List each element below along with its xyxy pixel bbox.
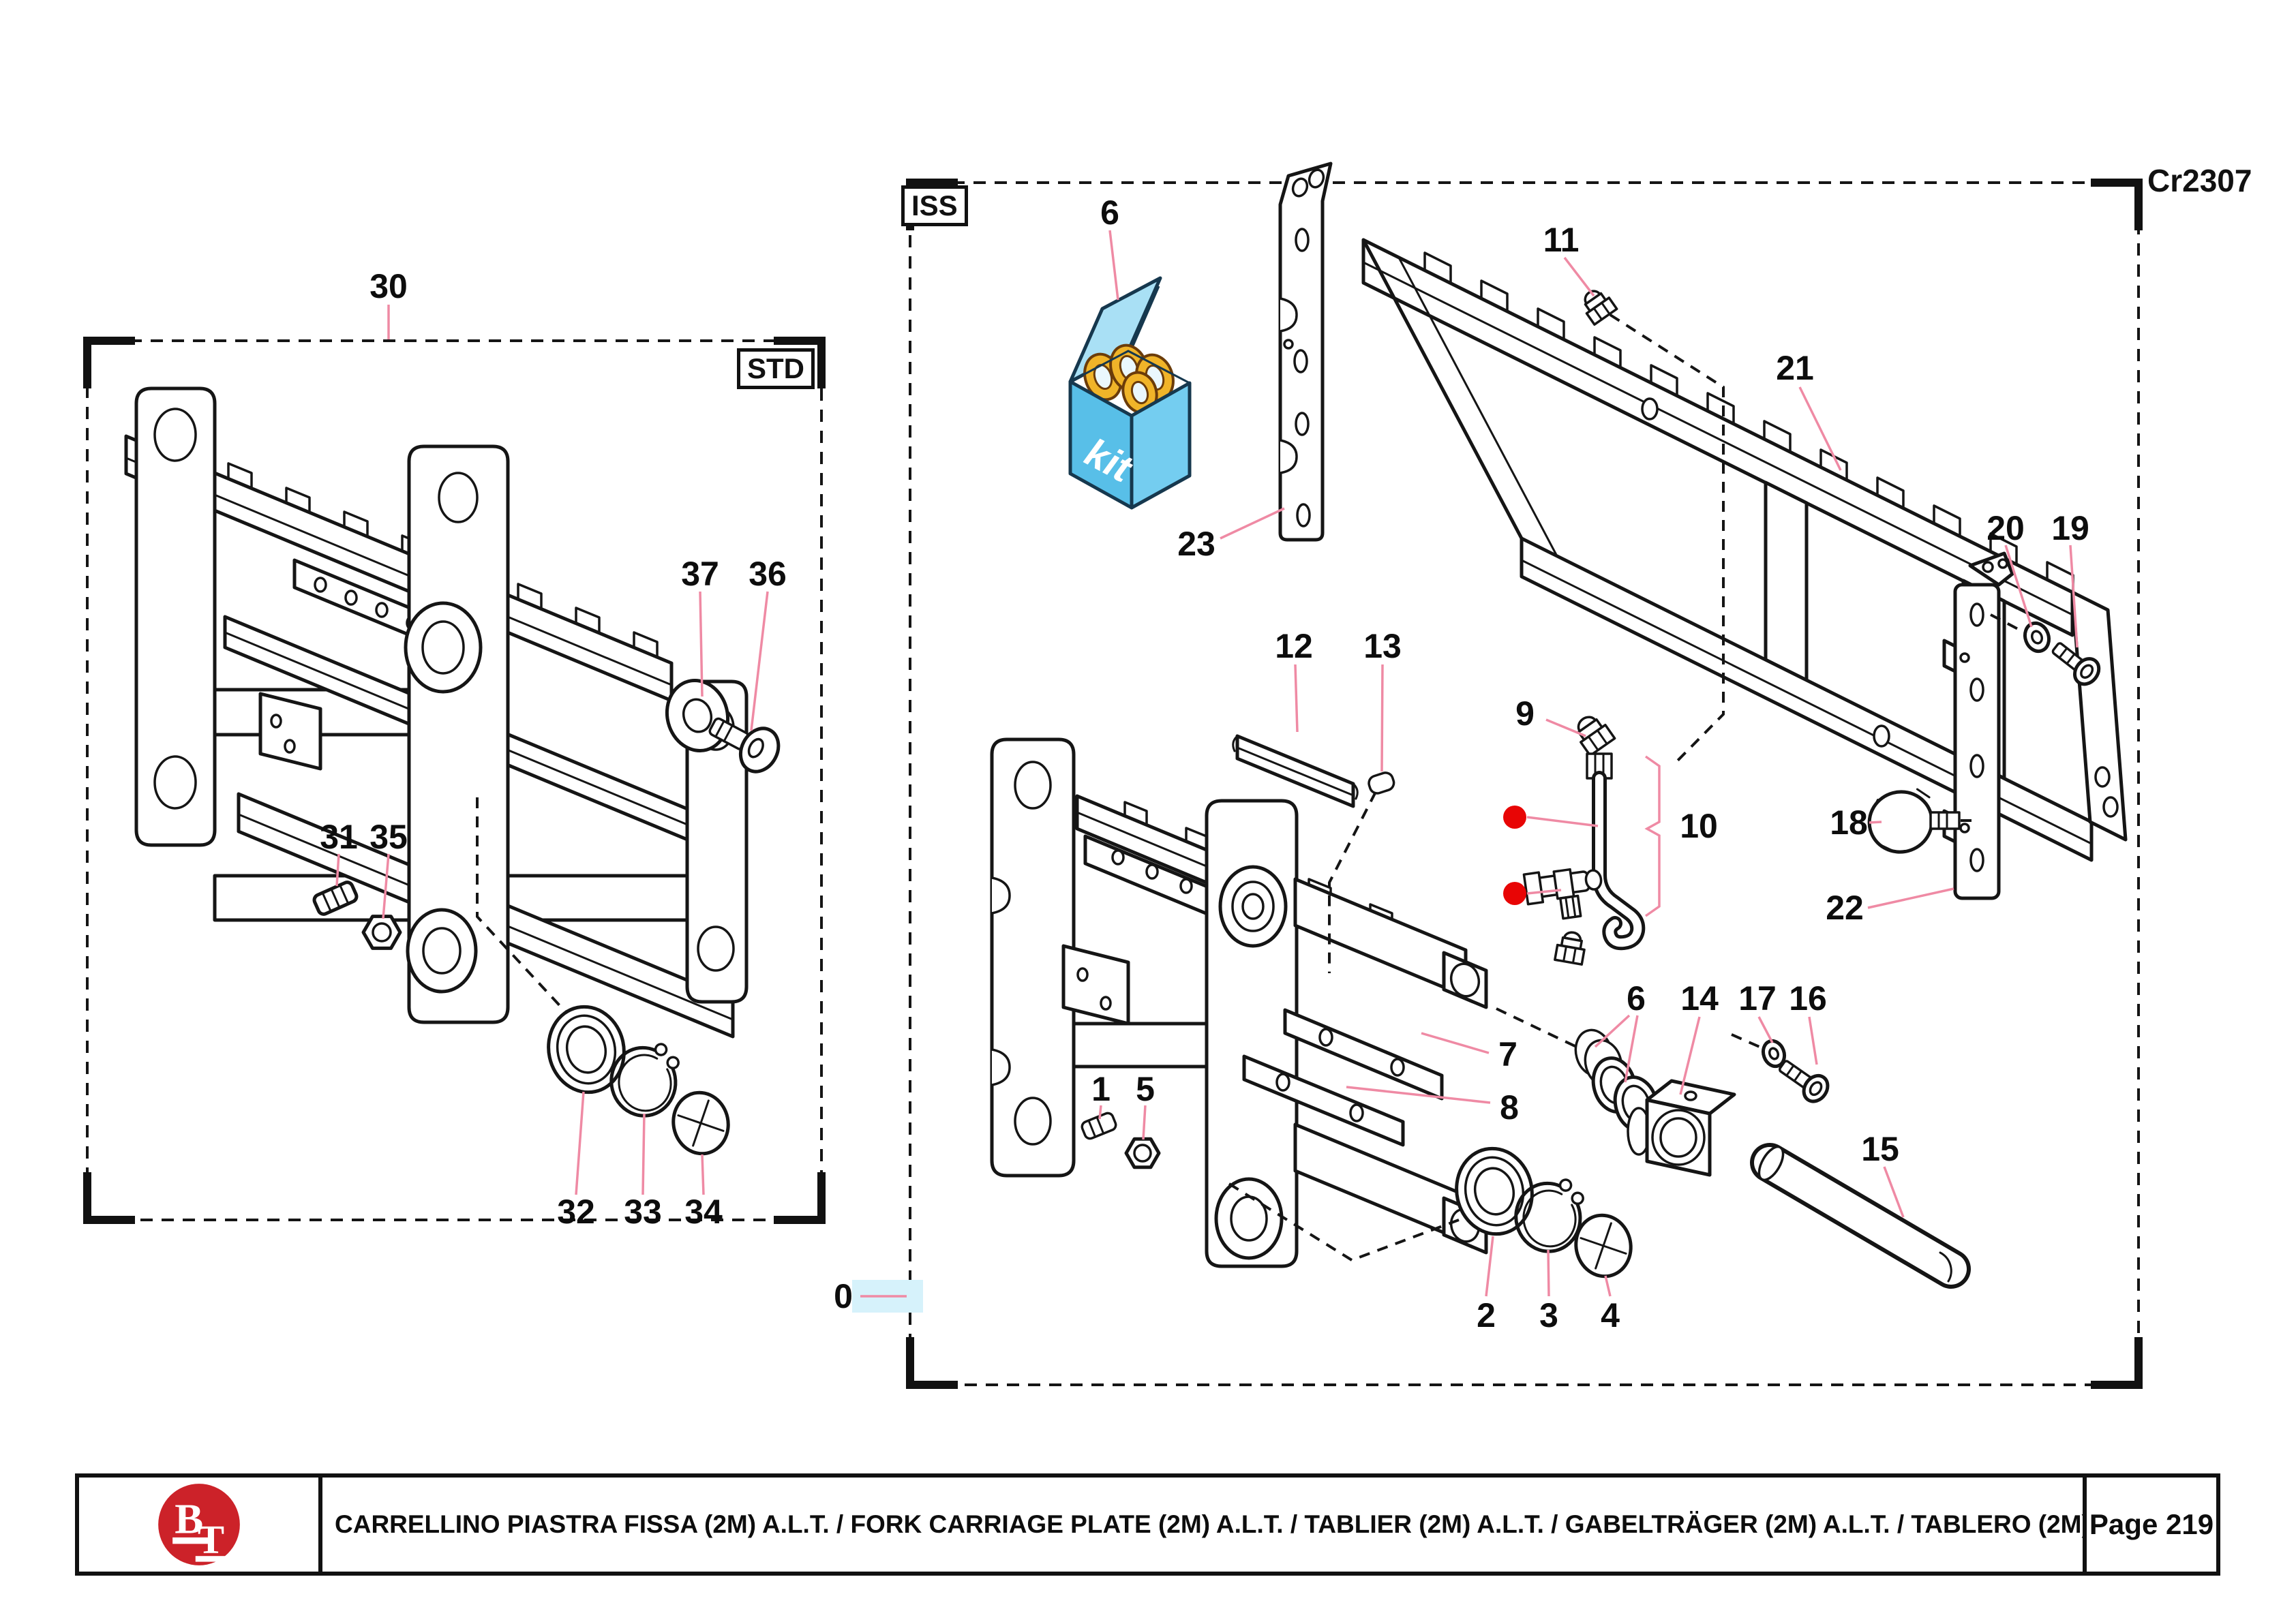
page-number: Page 219 <box>2089 1508 2214 1540</box>
screw-36-drawing <box>708 717 781 774</box>
circlip-33-drawing <box>609 1043 680 1118</box>
part-label-8: 8 <box>1500 1088 1519 1127</box>
bar-23-drawing <box>1278 162 1333 542</box>
part-label-5: 5 <box>1136 1070 1155 1108</box>
part-label-37: 37 <box>681 555 719 593</box>
screw-1-drawing <box>1081 1112 1117 1140</box>
part-label-34: 34 <box>684 1193 723 1231</box>
part-label-10: 10 <box>1680 807 1718 845</box>
part-label-16: 16 <box>1789 979 1827 1017</box>
part-label-20: 20 <box>1987 509 2025 547</box>
plate-8-drawing <box>1242 1054 1405 1147</box>
part-label-14: 14 <box>1680 979 1719 1017</box>
std-tag: STD <box>737 348 815 389</box>
part-label-23: 23 <box>1177 525 1215 563</box>
part-label-3: 3 <box>1539 1296 1558 1334</box>
footer-bar: B T CARRELLINO PIASTRA FISSA (2M) A.L.T.… <box>75 1473 2220 1576</box>
bottom-fitting-drawing <box>1554 931 1586 966</box>
part-label-9: 9 <box>1515 694 1535 733</box>
part-label-2: 2 <box>1477 1296 1496 1334</box>
part-label-36: 36 <box>749 555 787 593</box>
leader-lines <box>335 230 2079 1313</box>
part-label-33: 33 <box>624 1193 662 1231</box>
footer-logo-cell: B T <box>79 1478 318 1572</box>
part-label-19: 19 <box>2051 509 2089 547</box>
std-carriage-drawing <box>124 386 749 1039</box>
footer-caption: CARRELLINO PIASTRA FISSA (2M) A.L.T. / F… <box>335 1510 2087 1538</box>
footer-page-cell: Page 219 <box>2087 1478 2216 1572</box>
part-label-17: 17 <box>1738 979 1777 1017</box>
part-label-35: 35 <box>369 818 408 856</box>
part-label-6-rings: 6 <box>1627 979 1646 1017</box>
iss-tag: ISS <box>901 185 968 226</box>
cap-4-drawing <box>1574 1213 1633 1279</box>
bt-logo: B T <box>157 1484 240 1565</box>
modification-marker-top <box>1503 806 1526 829</box>
fork-plate-21-drawing <box>1361 238 2128 862</box>
part-label-0: 0 <box>834 1277 853 1315</box>
bearing-32-drawing <box>547 1005 626 1095</box>
part-label-13: 13 <box>1363 627 1402 665</box>
part-label-22: 22 <box>1826 889 1864 927</box>
grease-fitting-11-drawing <box>1584 290 1618 326</box>
iss-carriage-drawing <box>990 737 1586 1268</box>
part-label-18: 18 <box>1830 804 1868 842</box>
kit-box-drawing: kit <box>1068 276 1192 510</box>
set-screw-31-drawing <box>312 881 359 916</box>
part-label-32: 32 <box>557 1193 595 1231</box>
footer-caption-cell: CARRELLINO PIASTRA FISSA (2M) A.L.T. / F… <box>318 1478 2087 1572</box>
part-label-31: 31 <box>320 818 358 856</box>
part-label-21: 21 <box>1776 349 1814 387</box>
part-label-30: 30 <box>369 267 408 305</box>
part-label-12: 12 <box>1275 627 1313 665</box>
nut-35-drawing <box>361 915 402 950</box>
part-label-4: 4 <box>1601 1296 1620 1334</box>
logo-letter-b: B <box>175 1495 203 1543</box>
modification-marker-bottom <box>1503 882 1526 905</box>
bearing-2-drawing <box>1455 1146 1534 1236</box>
knob-18-drawing <box>1867 788 1972 854</box>
part-label-11: 11 <box>1543 221 1580 259</box>
block-14-drawing <box>1627 1079 1736 1177</box>
bolt-16-drawing <box>1779 1060 1830 1103</box>
part-label-15: 15 <box>1861 1130 1899 1168</box>
part-label-1: 1 <box>1091 1070 1111 1108</box>
washer-17-drawing <box>1761 1039 1787 1069</box>
rod-15-drawing <box>1750 1143 1971 1289</box>
cap-34-drawing <box>671 1090 730 1156</box>
washer-20-drawing <box>2023 621 2051 654</box>
pipe-10-drawing <box>1586 752 1646 951</box>
bolt-19-drawing <box>2051 642 2101 686</box>
drawing-code: Cr2307 <box>2147 163 2252 198</box>
nut-5-drawing <box>1124 1137 1161 1169</box>
part-label-7: 7 <box>1498 1035 1517 1073</box>
rail-12-drawing <box>1232 734 1359 808</box>
plug-13-drawing <box>1368 771 1395 795</box>
part-label-6-kit: 6 <box>1100 194 1119 232</box>
std-frame <box>83 337 826 1224</box>
logo-letter-t: T <box>197 1518 224 1562</box>
